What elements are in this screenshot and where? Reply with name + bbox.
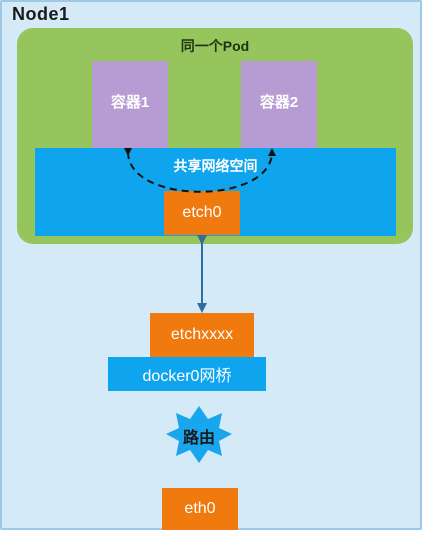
host-nic-eth0: eth0 — [162, 488, 238, 530]
pod-interface-label: etch0 — [182, 204, 222, 221]
docker0-bridge: docker0网桥 — [108, 357, 266, 391]
container-1-box: 容器1 — [92, 61, 168, 151]
bridge-label: docker0网桥 — [142, 368, 232, 385]
router-star-icon — [166, 406, 232, 463]
container-2-box: 容器2 — [241, 61, 317, 151]
host-interface-etchxxxx: etchxxxx — [150, 313, 254, 357]
host-nic-label: eth0 — [184, 500, 216, 517]
shared-network-label: 共享网络空间 — [173, 158, 258, 174]
node-label: Node1 — [12, 4, 70, 24]
pod-title: 同一个Pod — [180, 38, 250, 54]
container-2-label: 容器2 — [259, 94, 299, 111]
container-link-dashed-arc — [123, 147, 276, 193]
container-1-label: 容器1 — [110, 94, 150, 111]
router-label: 路由 — [182, 430, 215, 447]
host-interface-label: etchxxxx — [170, 326, 234, 343]
pod-interface-etch0: etch0 — [164, 191, 240, 235]
